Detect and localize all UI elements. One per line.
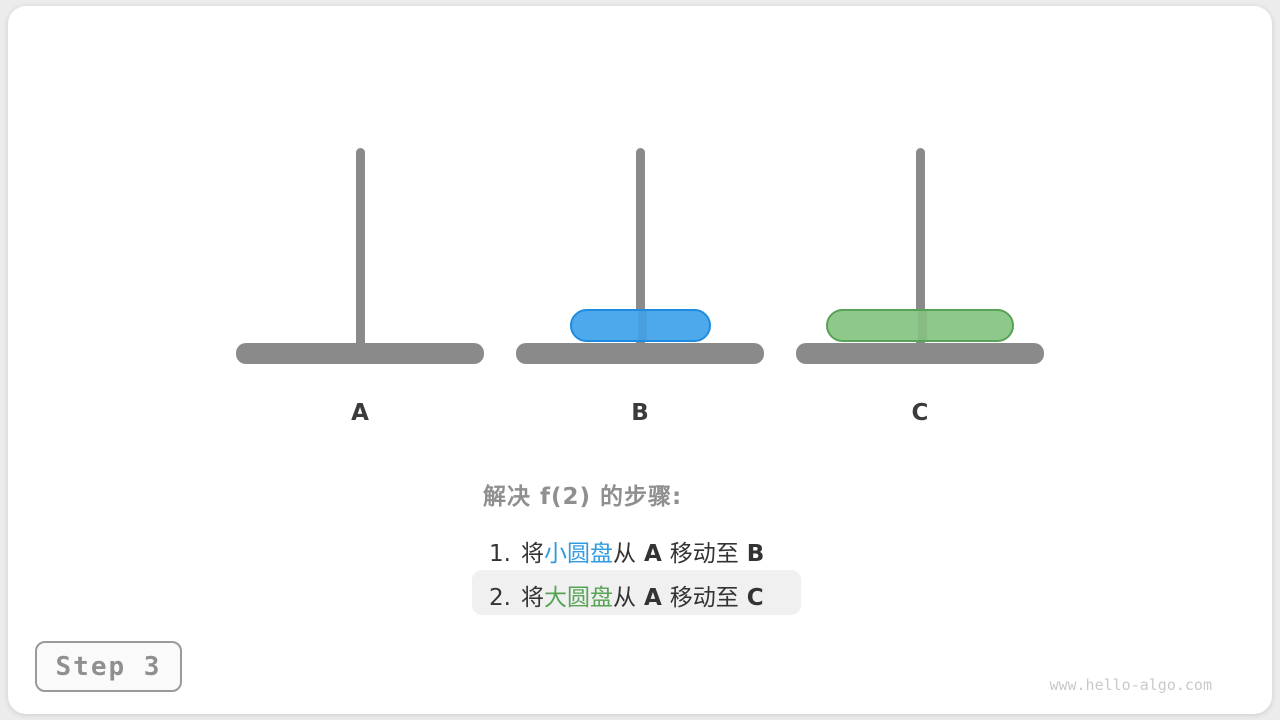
- peg-a: A: [236, 148, 484, 438]
- step-1-from-word: 从: [612, 541, 636, 567]
- peg-b-base: [516, 343, 764, 364]
- step-2-move-word: 移动至: [669, 585, 739, 611]
- small-disk: [569, 309, 711, 342]
- step-1-dst-peg: B: [746, 541, 765, 567]
- peg-a-base: [236, 343, 484, 364]
- pole-shade: [917, 311, 927, 340]
- step-1-move-word: 移动至: [669, 541, 739, 567]
- peg-b: B: [516, 148, 764, 438]
- peg-a-pole: [355, 148, 365, 361]
- peg-a-label: A: [351, 400, 369, 426]
- step-1-src-peg: A: [643, 541, 662, 567]
- peg-c-pole: [915, 148, 925, 361]
- step-2-verb: 将: [520, 585, 544, 611]
- step-counter-badge: Step 3: [35, 641, 182, 692]
- large-disk: [826, 309, 1014, 342]
- steps-title: 解决 f(2) 的步骤:: [483, 484, 683, 510]
- step-1-disk-ref: 小圆盘: [543, 541, 613, 567]
- step-2-dst-peg: C: [746, 585, 764, 611]
- step-1-verb: 将: [520, 541, 544, 567]
- step-2-from-word: 从: [612, 585, 636, 611]
- site-watermark: www.hello-algo.com: [1049, 676, 1212, 694]
- step-2-highlight: [472, 570, 801, 615]
- peg-b-label: B: [631, 400, 649, 426]
- peg-c-base: [796, 343, 1044, 364]
- step-2-number: 2.: [489, 585, 511, 611]
- pole-shade: [637, 311, 647, 340]
- peg-c-label: C: [911, 400, 929, 426]
- step-1-number: 1.: [489, 541, 511, 567]
- step-2-disk-ref: 大圆盘: [543, 585, 613, 611]
- step-2-src-peg: A: [643, 585, 662, 611]
- peg-c: C: [796, 148, 1044, 438]
- peg-b-pole: [635, 148, 645, 361]
